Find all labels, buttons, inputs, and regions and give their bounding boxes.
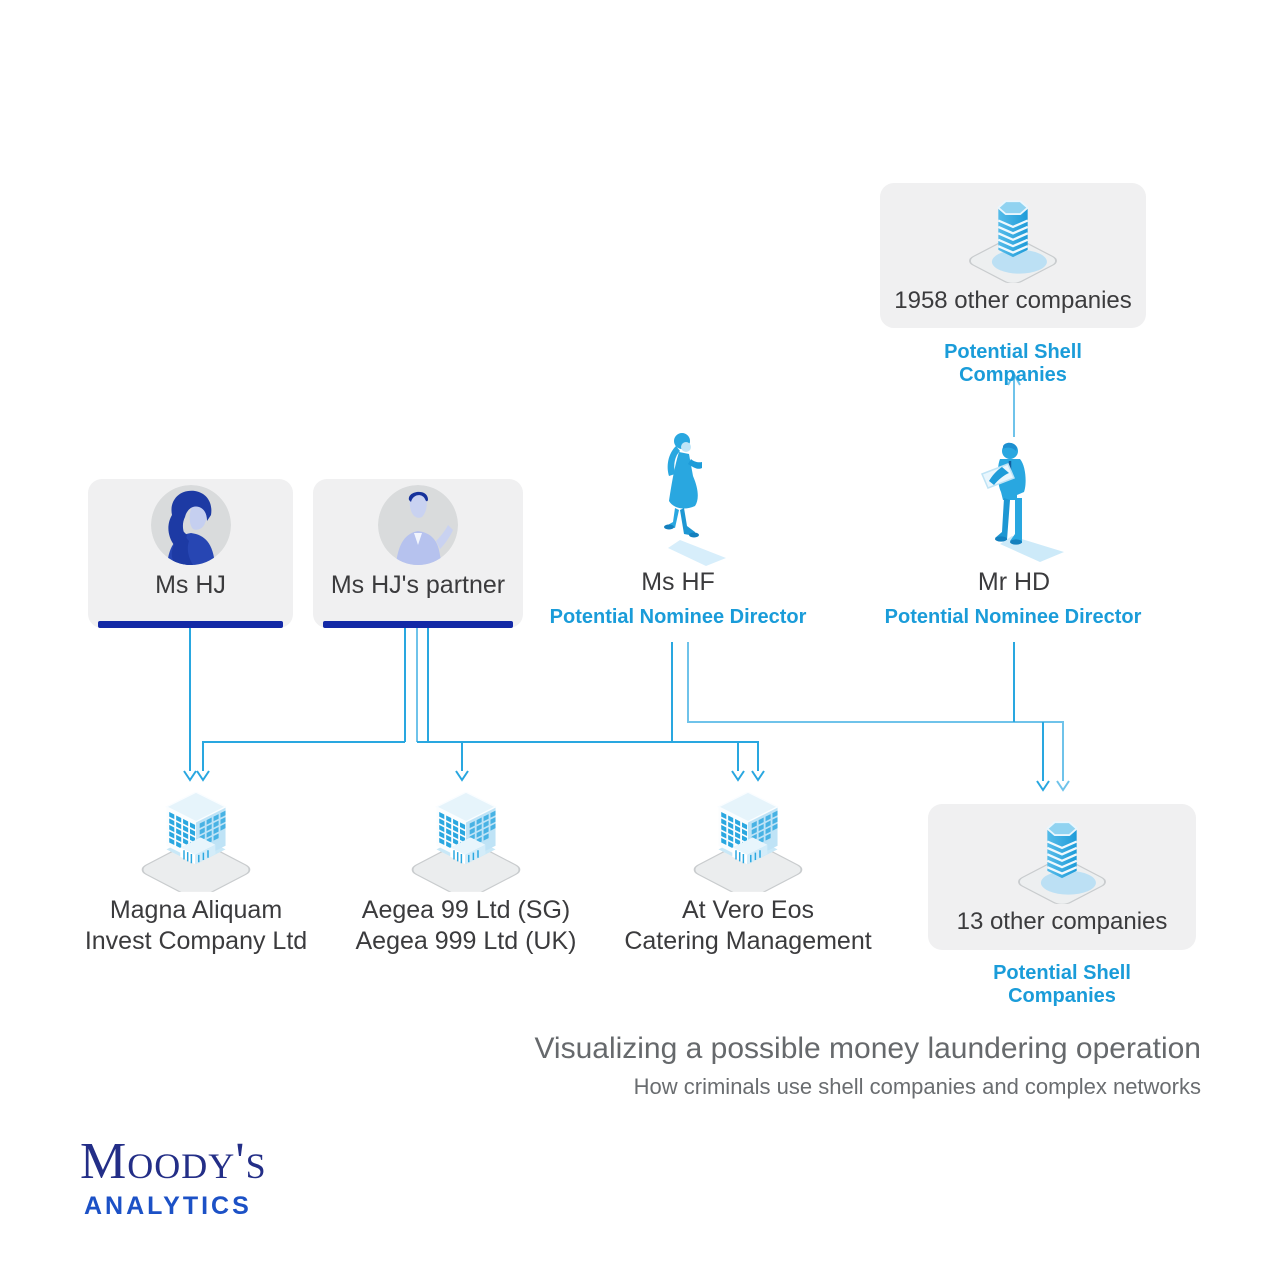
tower-building-icon	[958, 191, 1068, 283]
woman-figure-icon	[618, 428, 738, 568]
vero-label: At Vero Eos Catering Management	[618, 895, 878, 957]
mr-hd-label: Mr HD	[977, 568, 1051, 596]
ms-hf-role-label: Potential Nominee Director	[549, 606, 807, 628]
vero-label-line1: At Vero Eos	[681, 896, 815, 924]
ms-hj-label: Ms HJ	[155, 571, 226, 599]
office-building-icon	[136, 792, 256, 892]
vero-label-line2: Catering Management	[624, 927, 872, 955]
page-subtitle: How criminals use shell companies and co…	[633, 1074, 1201, 1099]
page-title: Visualizing a possible money laundering …	[534, 1032, 1201, 1065]
potential-shell-companies-top-label: Potential Shell Companies	[944, 341, 1082, 386]
card-underline	[323, 621, 513, 628]
potential-shell-companies-bottom-label: Potential Shell Companies	[993, 962, 1131, 1007]
shell-13-label: 13 other companies	[956, 908, 1168, 935]
ms-hj-partner-card: Ms HJ's partner	[313, 479, 523, 628]
shell-companies-1958-card: 1958 other companies	[880, 183, 1146, 328]
tower-building-icon	[1007, 812, 1117, 904]
aegea-label-line1: Aegea 99 Ltd (SG)	[361, 896, 571, 924]
man-avatar-icon	[378, 485, 458, 565]
card-underline	[98, 621, 283, 628]
mr-hd-role-label: Potential Nominee Director	[884, 606, 1142, 628]
ms-hj-partner-label: Ms HJ's partner	[330, 571, 506, 599]
magna-label: Magna Aliquam Invest Company Ltd	[66, 895, 326, 957]
magna-label-line1: Magna Aliquam	[109, 896, 283, 924]
magna-label-line2: Invest Company Ltd	[84, 927, 308, 955]
shell-1958-label: 1958 other companies	[894, 287, 1132, 314]
shell-companies-13-card: 13 other companies	[928, 804, 1196, 950]
office-building-icon	[406, 792, 526, 892]
ms-hf-label: Ms HF	[641, 568, 715, 596]
woman-avatar-icon	[151, 485, 231, 565]
man-figure-icon	[954, 440, 1074, 570]
moodys-analytics-label: ANALYTICS	[84, 1192, 252, 1220]
moodys-logo: Moody's	[80, 1133, 267, 1190]
ms-hj-card: Ms HJ	[88, 479, 293, 628]
aegea-label-line2: Aegea 999 Ltd (UK)	[355, 927, 577, 955]
aegea-label: Aegea 99 Ltd (SG) Aegea 999 Ltd (UK)	[336, 895, 596, 957]
office-building-icon	[688, 792, 808, 892]
